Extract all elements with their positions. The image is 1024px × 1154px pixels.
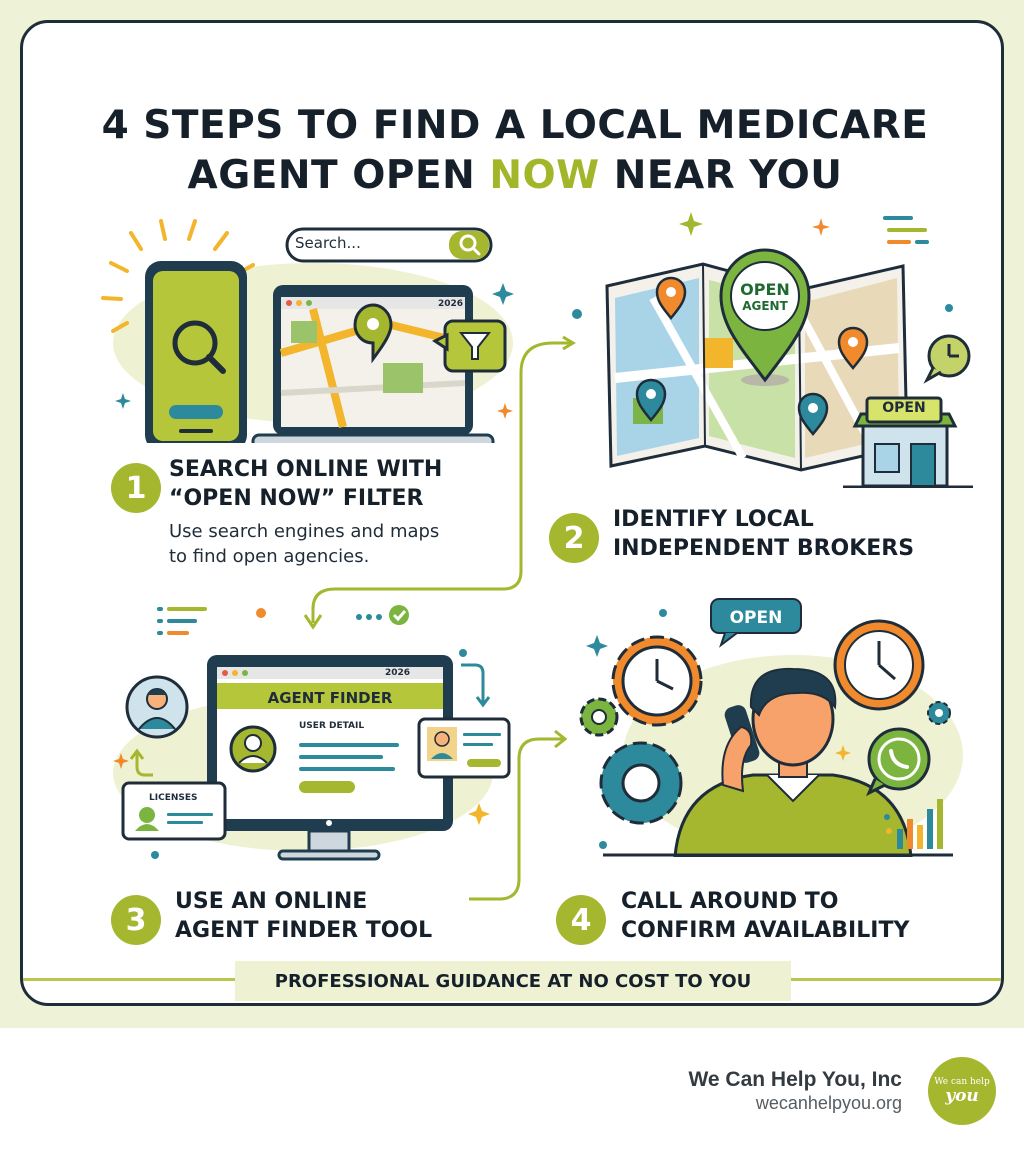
open-bubble-text: OPEN <box>729 608 783 628</box>
title-line-2-start: AGENT OPEN <box>187 153 490 198</box>
step-1-description-line-2: to find open agencies. <box>169 546 370 567</box>
title-line-2: AGENT OPEN NOW NEAR YOU <box>23 151 1001 201</box>
storefront-open-sign: OPEN <box>882 400 926 416</box>
step-3-title: USE AN ONLINE AGENT FINDER TOOL <box>175 887 432 945</box>
page-title: 4 STEPS TO FIND A LOCAL MEDICARE AGENT O… <box>23 101 1001 201</box>
map-pin-icon <box>635 378 667 422</box>
step-3-number: 3 <box>111 895 161 945</box>
check-icon <box>356 605 409 625</box>
step1-illustration <box>101 219 514 443</box>
bar-chart-icon <box>897 799 943 849</box>
smartphone-icon <box>145 261 247 443</box>
infographic-card: 4 STEPS TO FIND A LOCAL MEDICARE AGENT O… <box>20 20 1004 1006</box>
open-agent-pin-text: OPEN AGENT <box>725 280 805 314</box>
phone-bubble-icon <box>866 727 931 797</box>
title-line-1: 4 STEPS TO FIND A LOCAL MEDICARE <box>101 103 929 148</box>
gear-icon <box>579 697 619 737</box>
brand-url[interactable]: wecanhelpyou.org <box>755 1093 902 1113</box>
step-2-number: 2 <box>549 513 599 563</box>
open-agent-pin-line-2: AGENT <box>742 299 788 313</box>
id-card-icon <box>417 717 511 779</box>
sparkle-icon <box>679 212 703 236</box>
brand-name: We Can Help You, Inc <box>688 1068 902 1091</box>
step-1-number: 1 <box>111 463 161 513</box>
map-pin-icon <box>837 326 869 370</box>
step-1-title-line-2: “OPEN NOW” FILTER <box>169 486 424 511</box>
map-pin-icon <box>655 276 687 320</box>
agent-finder-header: AGENT FINDER <box>267 689 393 707</box>
step4-illustration <box>579 598 963 857</box>
step-3-title-line-2: AGENT FINDER TOOL <box>175 918 433 943</box>
search-bar <box>285 227 493 263</box>
step-3-title-line-1: USE AN ONLINE <box>175 889 368 914</box>
filter-icon <box>432 319 507 373</box>
sparkle-icon <box>812 218 830 236</box>
step-1-description: Use search engines and maps to find open… <box>169 519 439 569</box>
gear-icon <box>927 701 951 725</box>
monitor-icon <box>207 655 453 861</box>
step-4-title: CALL AROUND TO CONFIRM AVAILABILITY <box>621 887 909 945</box>
step2-illustration <box>572 212 973 488</box>
user-detail-label: USER DETAIL <box>299 721 365 731</box>
open-agent-pin-line-1: OPEN <box>740 280 790 299</box>
gear-icon <box>599 741 683 825</box>
laptop-icon <box>251 285 495 443</box>
lines-decoration <box>157 607 207 635</box>
step-2-title: IDENTIFY LOCAL INDEPENDENT BROKERS <box>613 505 914 563</box>
open-speech-bubble <box>710 598 802 648</box>
title-line-2-end: NEAR YOU <box>599 153 843 198</box>
id-card-icon <box>121 781 227 841</box>
brand-logo: We can help you <box>928 1057 996 1125</box>
search-placeholder-text: Search... <box>295 234 361 252</box>
step-2-title-line-1: IDENTIFY LOCAL <box>613 507 814 532</box>
sparkle-icon <box>115 393 131 409</box>
licenses-label: LICENSES <box>149 793 198 803</box>
clock-icon <box>923 334 971 384</box>
step-2-title-line-2: INDEPENDENT BROKERS <box>613 536 915 561</box>
step-1-description-line-1: Use search engines and maps <box>169 521 440 542</box>
sparkle-icon <box>492 283 514 305</box>
laptop-year-label: 2026 <box>438 299 464 309</box>
user-avatar-icon <box>125 675 189 739</box>
brand-logo-line-2: you <box>945 1086 979 1106</box>
step-4-title-line-2: CONFIRM AVAILABILITY <box>621 918 910 943</box>
step-4-number: 4 <box>556 895 606 945</box>
step-4-title-line-1: CALL AROUND TO <box>621 889 839 914</box>
step3-illustration <box>113 605 511 861</box>
title-accent-word: NOW <box>489 153 600 198</box>
clock-icon <box>833 619 925 711</box>
bottom-banner: PROFESSIONAL GUIDANCE AT NO COST TO YOU <box>235 961 791 1001</box>
brand-logo-line-1: We can help <box>934 1077 990 1087</box>
step-1-title: SEARCH ONLINE WITH “OPEN NOW” FILTER <box>169 455 442 513</box>
connector-arrows <box>303 335 576 901</box>
gear-clock-icon <box>611 635 703 727</box>
lines-decoration <box>883 216 929 244</box>
person-phone-icon <box>673 667 913 857</box>
sparkle-icon <box>497 403 513 419</box>
step-1-title-line-1: SEARCH ONLINE WITH <box>169 457 443 482</box>
open-agent-pin-icon <box>719 248 811 386</box>
monitor-year-label: 2026 <box>385 668 411 678</box>
map-pin-icon <box>797 392 829 436</box>
